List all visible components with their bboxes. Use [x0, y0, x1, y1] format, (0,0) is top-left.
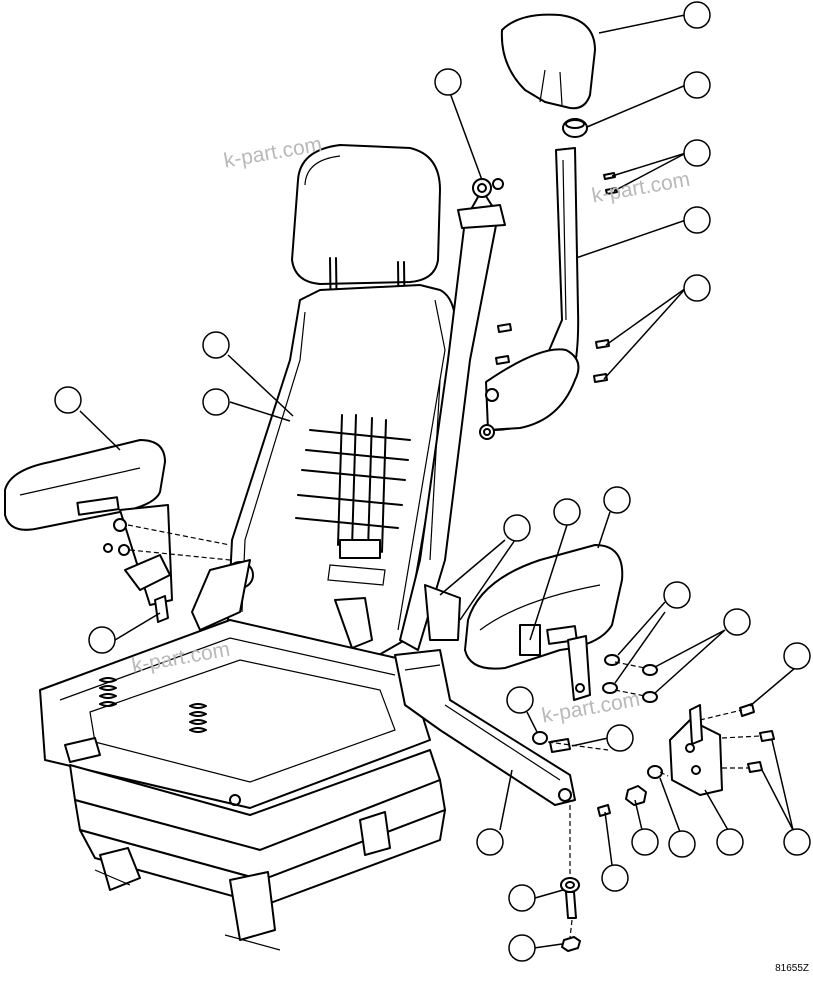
lumbar-support-grid	[295, 414, 411, 586]
callout-bubble-c14	[663, 581, 691, 609]
callout-bubble-c16	[783, 642, 811, 670]
callout-bubble-c6	[434, 68, 462, 96]
callout-bubble-c11	[503, 514, 531, 542]
callout-bubble-c17	[506, 686, 534, 714]
callout-bubbles	[54, 1, 811, 962]
callout-bubble-c9	[54, 386, 82, 414]
seat-back-frame	[191, 284, 457, 661]
callout-bubble-c3	[683, 139, 711, 167]
drawing-number: 81655Z	[775, 963, 809, 974]
callout-bubble-c12	[553, 498, 581, 526]
bolts-upper-right	[495, 172, 618, 383]
callout-bubble-c19	[476, 828, 504, 856]
callout-bubble-c5	[683, 274, 711, 302]
callout-bubble-c2	[683, 71, 711, 99]
callout-bubble-c15	[723, 608, 751, 636]
top-cap	[500, 13, 596, 138]
callout-bubble-c10	[88, 626, 116, 654]
suspension-base	[69, 749, 446, 951]
callout-bubble-c21	[631, 828, 659, 856]
side-bracket	[669, 704, 723, 796]
leader-lines	[79, 14, 796, 949]
callout-bubble-c23	[716, 828, 744, 856]
hardware	[532, 654, 775, 952]
callout-bubble-c24	[783, 828, 811, 856]
callout-bubble-c13	[603, 486, 631, 514]
right-armrest	[464, 544, 624, 701]
seat-pan	[39, 619, 431, 809]
callout-bubble-c4	[683, 206, 711, 234]
callout-bubble-c18	[606, 724, 634, 752]
arm-mount-rail	[394, 649, 576, 806]
callout-bubble-c1	[683, 1, 711, 29]
suspension-springs	[99, 677, 207, 733]
left-armrest	[4, 439, 231, 623]
callout-bubble-c20	[601, 864, 629, 892]
callout-bubble-c25	[508, 884, 536, 912]
callout-bubble-c22	[668, 830, 696, 858]
callout-bubble-c7	[202, 331, 230, 359]
callout-bubble-c26	[508, 934, 536, 962]
belt-pillar	[399, 178, 506, 651]
rear-bracket-arm	[479, 147, 580, 440]
callout-bubble-c8	[202, 388, 230, 416]
